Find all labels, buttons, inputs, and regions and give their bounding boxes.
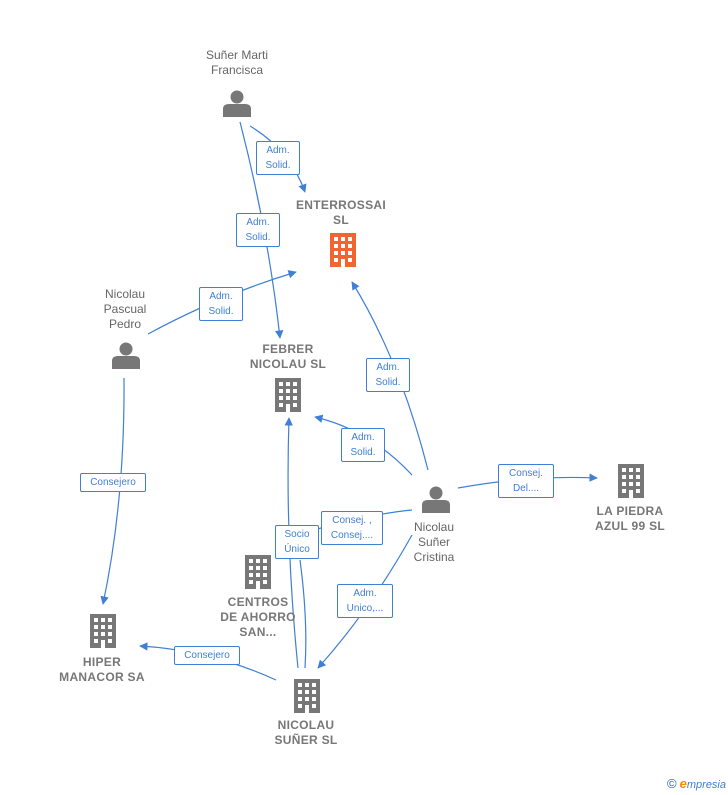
edge-label-consej-del: Consej. Del.... [498,464,554,498]
node-enterrossai-sl[interactable]: ENTERROSSAI SL [296,198,386,227]
edge-label-adm-solid: Adm. Solid. [236,213,280,247]
edge-label-adm-solid: Adm. Solid. [341,428,385,462]
edge-label-socio-unico: Socio Único [275,525,319,559]
building-icon [330,233,356,267]
edge-label-consejero: Consejero [80,473,146,492]
brand-footer[interactable]: ©empresia [667,776,726,791]
edge-label-consej: Consej. , Consej.... [321,511,383,545]
brand-logo-initial: e [679,776,687,791]
node-hiper-manacor-sa[interactable]: HIPER MANACOR SA [59,655,145,684]
edge-centros-nicolau-suner-sl [299,559,307,669]
node-la-piedra-azul-99-sl[interactable]: LA PIEDRA AZUL 99 SL [594,504,666,533]
building-icon [275,378,301,412]
building-icon [245,555,271,589]
building-icon [90,614,116,648]
node-nicolau-suner-cristina[interactable]: Nicolau Suñer Cristina [413,520,455,564]
node-febrer-nicolau-sl[interactable]: FEBRER NICOLAU SL [249,342,327,371]
edge-nicolau-pascual-hiper [100,377,125,605]
node-centros-de-ahorro[interactable]: CENTROS DE AHORRO SAN... [220,595,296,639]
edge-label-consejero: Consejero [174,646,240,665]
person-icon [223,90,251,117]
copyright-icon: © [667,776,677,791]
edge-label-adm-solid: Adm. Solid. [366,358,410,392]
person-icon [112,342,140,369]
edge-label-adm-solid: Adm. Solid. [199,287,243,321]
building-icon [294,679,320,713]
brand-logo-text: mpresia [686,779,726,791]
building-icon [618,464,644,498]
edge-label-adm-unico: Adm. Unico,... [337,584,393,618]
person-icon [422,486,450,513]
edge-label-adm-solid: Adm. Solid. [256,141,300,175]
node-nicolau-pascual-pedro[interactable]: Nicolau Pascual Pedro [103,287,147,331]
node-nicolau-suner-sl[interactable]: NICOLAU SUÑER SL [274,718,338,747]
node-suner-marti-francisca[interactable]: Suñer Marti Francisca [205,48,269,77]
